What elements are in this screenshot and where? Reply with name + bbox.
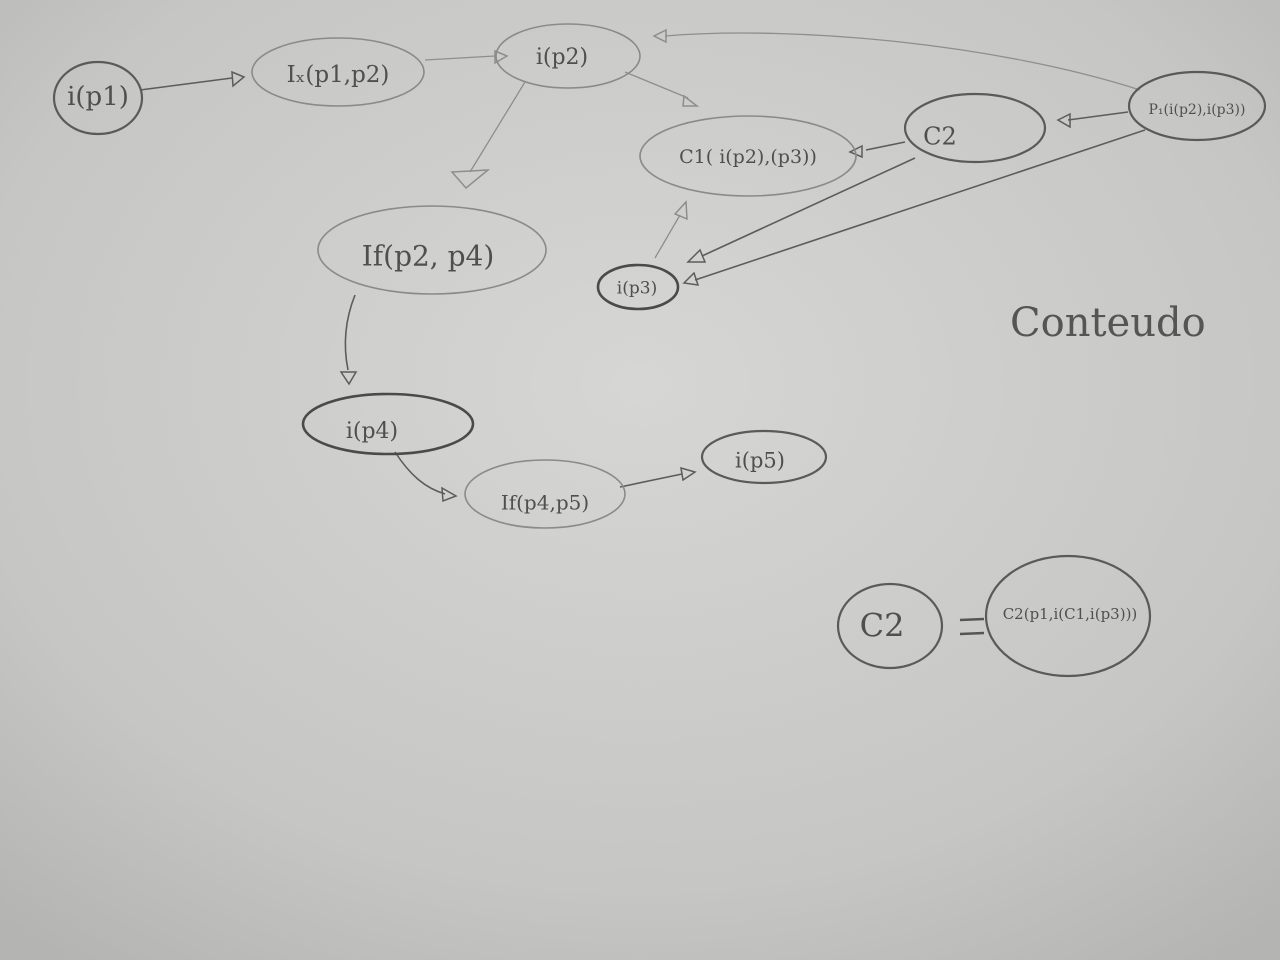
edge-if45-to-ip5 (619, 473, 683, 488)
node-label: If(p2, p4) (362, 240, 495, 273)
edge-ip2-to-c1 (624, 71, 689, 99)
edges (139, 28, 1146, 503)
node-if-p4-p5: If(p4,p5) (464, 459, 626, 529)
edge-i2-to-ip2 (424, 55, 496, 61)
arrowhead-icon (686, 248, 707, 263)
arrowhead-icon (494, 49, 509, 65)
edge-p1-to-c2 (1067, 111, 1129, 121)
node-c2: C2 (903, 92, 1047, 164)
arrowhead-icon (450, 169, 491, 190)
edge-ip1-to-i2 (139, 77, 233, 91)
edge-ip4-to-if45 (394, 451, 446, 495)
node-label: i(p4) (346, 419, 398, 444)
arrowhead-icon (1056, 112, 1071, 129)
node-ellipse (1127, 70, 1267, 142)
arrowhead-icon (339, 371, 358, 386)
node-ellipse (984, 554, 1152, 678)
node-ip4: i(p4) (301, 392, 475, 456)
node-label: C1( i(p2),(p3)) (679, 146, 817, 168)
node-label: i(p3) (617, 279, 657, 299)
node-ip2: i(p2) (495, 23, 641, 89)
edge-if24-to-ip4 (344, 294, 356, 371)
node-ip5: i(p5) (700, 429, 828, 485)
node-ellipse (495, 23, 641, 89)
edge-c2-to-ip3 (701, 157, 916, 257)
node-label: i(p5) (735, 449, 785, 473)
node-ellipse (301, 392, 475, 456)
node-if-p2-p4: If(p2, p4) (317, 205, 547, 295)
arrowhead-icon (652, 28, 667, 44)
node-label: Iₓ(p1,p2) (287, 62, 390, 88)
node-ellipse (464, 459, 626, 529)
node-c1: C1( i(p2),(p3)) (639, 115, 857, 197)
node-label: C2(p1,i(C1,i(p3))) (1003, 605, 1138, 623)
node-ellipse (251, 37, 425, 107)
arrowhead-icon (682, 271, 700, 286)
node-label: C2 (860, 607, 905, 645)
arrowhead-icon (680, 466, 697, 482)
node-label: i(p2) (536, 45, 588, 70)
edge-p1-to-ip2 (664, 32, 1141, 91)
arrowhead-icon (673, 200, 688, 221)
node-p1: P₁(i(p2),i(p3)) (1127, 70, 1267, 142)
edge-ip3-to-c1 (654, 214, 681, 259)
edge-ip2-to-if24 (469, 81, 526, 173)
node-label: C2 (923, 123, 957, 151)
annotation-text: Conteudo (1010, 300, 1206, 346)
edge-p1-to-ip3 (694, 129, 1146, 281)
arrowhead-icon (441, 486, 458, 503)
node-i-p1-p2: Iₓ(p1,p2) (251, 37, 425, 107)
edge-c2-to-c1 (865, 141, 906, 151)
node-label: P₁(i(p2),i(p3)) (1149, 102, 1246, 118)
definition-c2: C2 C2(p1,i(C1,i(p3))) (836, 554, 1152, 678)
node-ellipse (317, 205, 547, 295)
node-ellipse (52, 60, 144, 136)
node-label: i(p1) (67, 82, 129, 112)
node-label: If(p4,p5) (501, 491, 589, 515)
node-ellipse (903, 92, 1047, 164)
node-ellipse (596, 263, 680, 311)
arrowhead-icon (682, 94, 700, 107)
equals-sign (959, 617, 985, 622)
node-ip3: i(p3) (596, 263, 680, 311)
node-ellipse (700, 429, 828, 485)
node-ellipse (639, 115, 857, 197)
equals-sign (959, 631, 985, 636)
node-ip1: i(p1) (52, 60, 144, 136)
node-ellipse (836, 582, 944, 670)
arrowhead-icon (231, 70, 246, 88)
